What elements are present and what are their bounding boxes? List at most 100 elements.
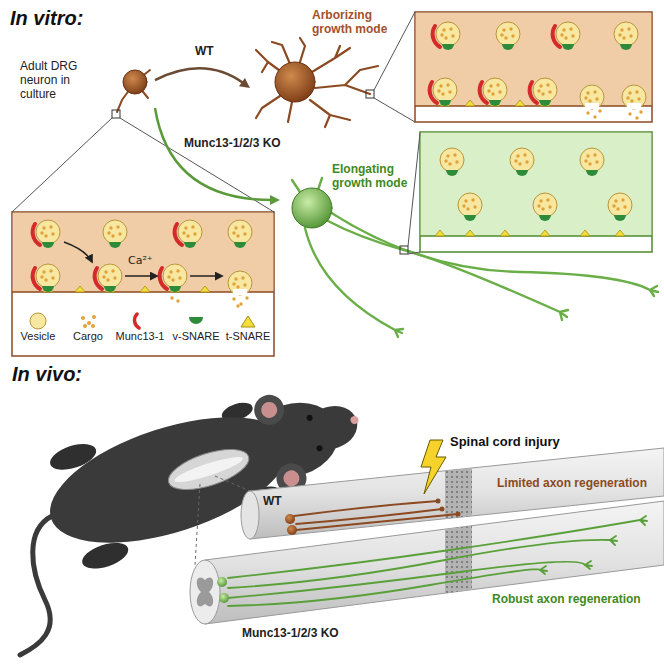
zoom-square: [366, 90, 374, 98]
genotype-label: WT: [263, 494, 282, 508]
cargo: [635, 116, 638, 119]
step-arrow: [64, 242, 92, 262]
legend-swatch-frame: [127, 312, 153, 330]
t-snare: [490, 100, 500, 106]
munc13: [480, 82, 487, 103]
v-snare: [234, 242, 246, 248]
legend-swatch-frame: [75, 312, 101, 330]
cargo: [239, 302, 242, 305]
section-heading: In vivo:: [12, 362, 82, 386]
vesicle: [178, 220, 202, 244]
v-snare: [562, 44, 574, 50]
cargo-dot: [81, 316, 85, 320]
vesicle: [580, 148, 604, 172]
legend-label: t-SNARE: [216, 330, 280, 343]
cargo-dot: [87, 321, 91, 325]
gray-matter: [197, 578, 213, 607]
retraction-bulb: [436, 499, 441, 504]
arrowhead: [270, 195, 280, 205]
outcome-label: Limited axon regeneration: [497, 476, 647, 490]
legend-label: v-SNARE: [164, 330, 228, 343]
vesicle: [483, 78, 507, 102]
legend-swatch-frame: [235, 312, 261, 330]
zoom-square: [400, 246, 408, 254]
legend-item: Cargo: [56, 312, 120, 343]
mouse-eye: [306, 414, 314, 422]
vesicle: [608, 193, 632, 217]
vesicle: [436, 22, 460, 46]
fused-vesicle: [622, 85, 646, 109]
vesicle: [614, 22, 638, 46]
dendrite: [310, 100, 350, 127]
v-snare: [586, 170, 598, 176]
munc13: [33, 268, 40, 289]
legend-swatch-frame: [25, 312, 51, 330]
zoom-line: [215, 476, 250, 491]
growth-cone: [610, 536, 617, 545]
v-snare: [620, 44, 632, 50]
retraction-bulb: [440, 507, 445, 512]
t-snare: [200, 286, 210, 292]
zoom-line: [408, 133, 420, 246]
fused-vesicle: [228, 271, 252, 295]
dendrite: [272, 42, 290, 64]
elongating-neuron: [292, 178, 658, 337]
axon: [228, 520, 640, 578]
fusion-pore: [585, 103, 599, 109]
connector-arrow: [155, 68, 244, 83]
vesicle: [163, 264, 187, 288]
legend-swatch: [81, 315, 96, 328]
mouse-leg: [79, 538, 131, 574]
connector-arrow: [155, 108, 272, 200]
drg-cell: [219, 593, 229, 603]
inset-frame: [415, 12, 652, 122]
outcome-label: Robust axon regeneration: [492, 592, 641, 606]
genotype-label: Munc13-1/2/3 KO: [242, 626, 339, 640]
vesicle: [98, 264, 122, 288]
edge-label: WT: [193, 44, 216, 58]
axon: [326, 220, 560, 312]
wt-axons: [294, 501, 458, 530]
mouse-body: [35, 392, 305, 568]
vesicle: [36, 220, 60, 244]
cargo: [639, 110, 642, 113]
v-snare: [614, 215, 626, 221]
cargo: [170, 296, 173, 299]
ion-label: Ca²⁺: [128, 254, 153, 268]
node-label: Adult DRG neuron in culture: [20, 59, 100, 101]
mouse-ear: [250, 391, 288, 429]
munc13: [530, 82, 537, 103]
neuron-node: Arborizing growth mode: [250, 8, 402, 128]
mouse-ear-inner: [259, 400, 279, 420]
cargo: [593, 115, 596, 118]
legend-label: Vesicle: [6, 330, 70, 343]
legend-item: t-SNARE: [216, 312, 280, 343]
cord-section: [190, 560, 220, 624]
t-snare: [43, 286, 53, 292]
axon: [228, 540, 610, 588]
t-snare: [615, 230, 625, 236]
cargo-dot: [92, 315, 96, 319]
cord-end: [241, 491, 259, 539]
t-snare: [540, 230, 550, 236]
v-snare: [516, 170, 528, 176]
zoom-line: [374, 98, 415, 122]
dendrite: [256, 96, 280, 118]
legend-item: Munc13-1: [108, 312, 172, 343]
growth-cone: [585, 561, 592, 569]
cargo: [176, 299, 179, 302]
t-snare: [105, 286, 115, 292]
legend-item: v-SNARE: [164, 312, 228, 343]
dendrite: [292, 180, 300, 192]
t-snare: [500, 230, 510, 236]
lesion: [445, 468, 472, 519]
zoom-line: [12, 118, 112, 212]
munc13: [95, 268, 102, 289]
dendrite: [312, 46, 350, 72]
inset-frame: [420, 132, 652, 252]
t-snare: [465, 100, 475, 106]
cargo-dot: [83, 324, 87, 328]
v-snare: [42, 242, 54, 248]
fusion-pore: [233, 289, 247, 295]
